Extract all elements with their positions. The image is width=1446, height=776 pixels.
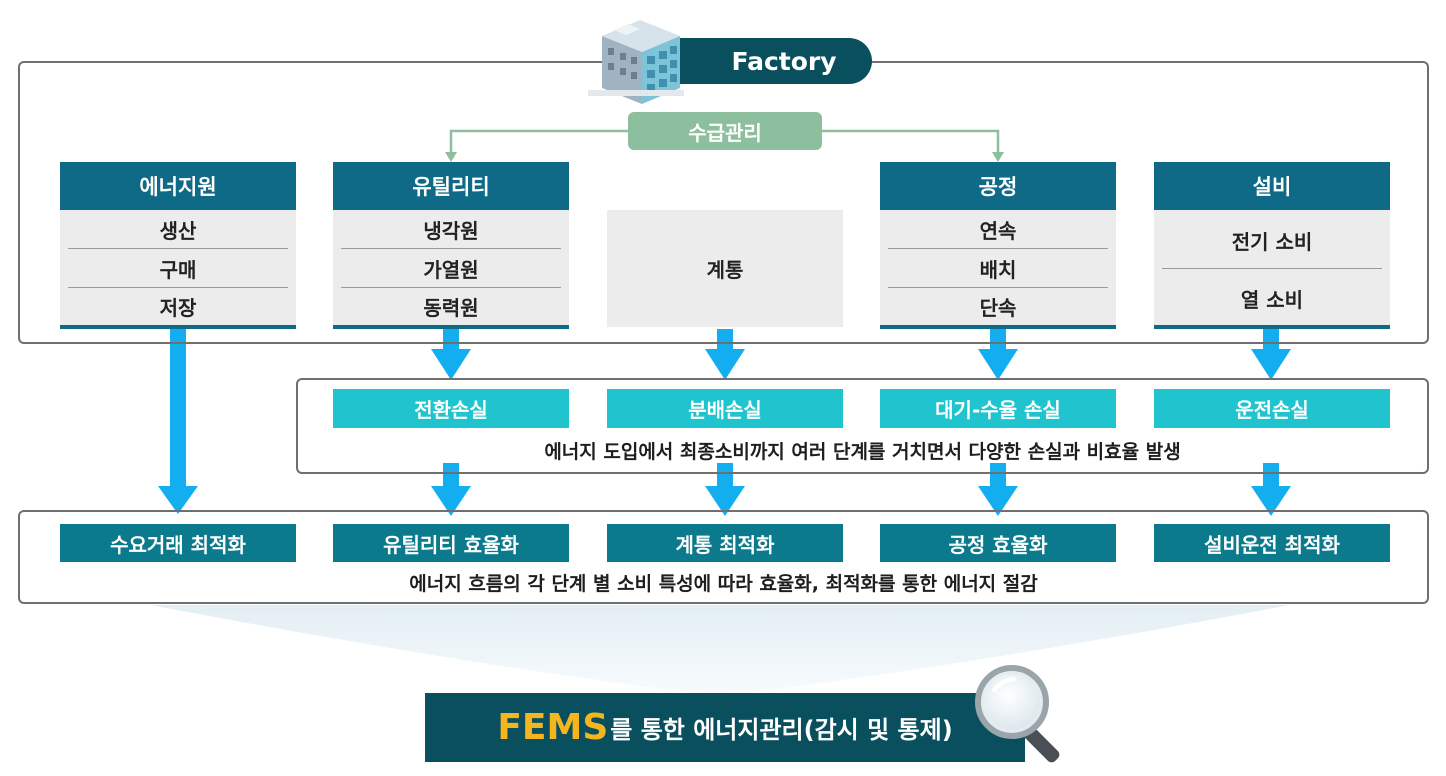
energy-source-arrow-shaft xyxy=(170,329,186,489)
funnel-shape xyxy=(150,605,1290,693)
list-item: 연속 xyxy=(979,218,1017,243)
list-item: 계통 xyxy=(706,258,744,282)
loss-frame xyxy=(296,378,1429,474)
list-item: 구매 xyxy=(159,257,197,282)
optimization-frame xyxy=(18,510,1429,604)
loss-standby-yield: 대기-수율 손실 xyxy=(880,389,1116,428)
energy-source-arrowhead xyxy=(158,486,198,514)
supply-arrowhead-left xyxy=(445,152,457,162)
supply-arrowhead-right xyxy=(992,152,1004,162)
supply-management-label: 수급관리 xyxy=(628,112,822,150)
optimization-utility: 유틸리티 효율화 xyxy=(333,524,569,562)
list-item: 저장 xyxy=(159,296,197,320)
list-item: 동력원 xyxy=(423,296,479,320)
row-divider xyxy=(341,248,561,249)
list-item: 단속 xyxy=(979,296,1017,320)
column-body-energy-source: 생산 구매 저장 xyxy=(60,210,296,329)
row-divider xyxy=(1162,268,1382,269)
column-header-equipment: 설비 xyxy=(1154,162,1390,210)
column-header-energy-source: 에너지원 xyxy=(60,162,296,210)
fems-banner: FEMS 를 통한 에너지관리(감시 및 통제) xyxy=(425,693,1025,762)
list-item: 냉각원 xyxy=(423,218,479,243)
optimization-caption: 에너지 흐름의 각 단계 별 소비 특성에 따라 효율화, 최적화를 통한 에너… xyxy=(409,573,1038,595)
column-body-grid: 계통 xyxy=(607,210,843,327)
column-header-utility: 유틸리티 xyxy=(333,162,569,210)
column-body-process: 연속 배치 단속 xyxy=(880,210,1116,329)
supply-connector xyxy=(449,129,1000,158)
fems-text: 를 통한 에너지관리(감시 및 통제) xyxy=(610,716,953,744)
optimization-grid: 계통 최적화 xyxy=(607,524,843,562)
row-divider xyxy=(68,287,288,288)
list-item: 배치 xyxy=(979,257,1017,282)
list-item: 생산 xyxy=(159,218,197,243)
row-divider xyxy=(68,248,288,249)
column-body-equipment: 전기 소비 열 소비 xyxy=(1154,210,1390,329)
column-header-process: 공정 xyxy=(880,162,1116,210)
row-divider xyxy=(341,287,561,288)
row-divider xyxy=(888,287,1108,288)
list-item: 열 소비 xyxy=(1240,287,1304,312)
optimization-equipment: 설비운전 최적화 xyxy=(1154,524,1390,562)
factory-building-icon xyxy=(588,20,684,104)
loss-conversion: 전환손실 xyxy=(333,389,569,428)
loss-caption: 에너지 도입에서 최종소비까지 여러 단계를 거치면서 다양한 손실과 비효율 … xyxy=(544,441,1181,463)
optimization-demand-trading: 수요거래 최적화 xyxy=(60,524,296,562)
optimization-arrows xyxy=(431,463,1291,516)
row-divider xyxy=(888,248,1108,249)
magnifier-icon xyxy=(975,665,1060,763)
list-item: 가열원 xyxy=(423,257,479,282)
list-item: 전기 소비 xyxy=(1231,229,1313,254)
loss-operation: 운전손실 xyxy=(1154,389,1390,428)
column-body-utility: 냉각원 가열원 동력원 xyxy=(333,210,569,329)
loss-arrows xyxy=(431,329,1291,380)
loss-distribution: 분배손실 xyxy=(607,389,843,428)
fems-highlight: FEMS xyxy=(497,707,609,748)
optimization-process: 공정 효율화 xyxy=(880,524,1116,562)
factory-label: Factory xyxy=(676,38,872,84)
